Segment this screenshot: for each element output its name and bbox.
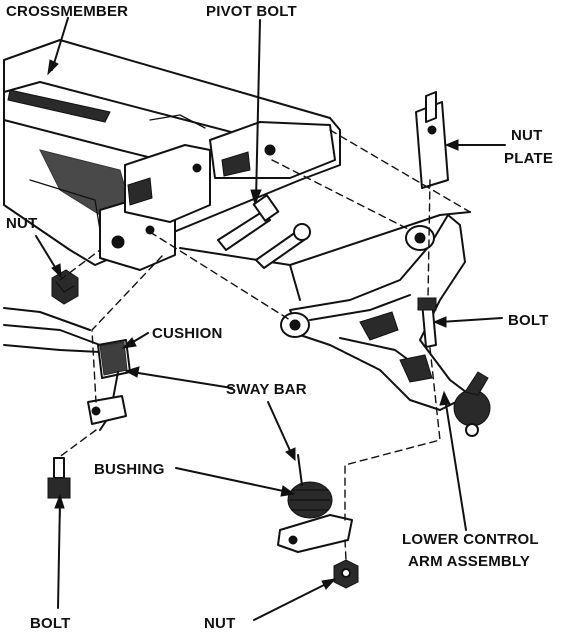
label-bushing: BUSHING [94,461,165,478]
label-lower-control-arm-line1: LOWER CONTROL [402,531,539,548]
crossmember-part [3,39,341,271]
label-nut-plate-line1: NUT [511,127,542,144]
frame-lower-edge [3,211,471,346]
label-bolt-right: BOLT [508,312,549,329]
label-nut-plate-line2: PLATE [504,150,553,167]
label-lower-control-arm-line2: ARM ASSEMBLY [408,553,530,570]
callout-leaders [35,17,506,621]
left-nut-part [51,269,79,305]
label-bolt-bottom: BOLT [30,615,71,632]
nut-plate-part [415,91,449,189]
pivot-bolt-part [217,194,311,269]
bushing-part [277,454,353,553]
label-nut-left: NUT [6,215,37,232]
bottom-bolt-part [47,457,71,499]
lower-control-arm-part [280,214,491,437]
label-pivot-bolt: PIVOT BOLT [206,3,297,20]
label-crossmember: CROSSMEMBER [6,3,128,20]
label-sway-bar: SWAY BAR [226,381,307,398]
label-nut-bottom: NUT [204,615,235,632]
bottom-nut-part [333,559,359,589]
label-cushion: CUSHION [152,325,223,342]
right-bolt-part [417,297,437,348]
assembly-dash-lines [57,129,471,561]
sway-bar-part [3,339,131,431]
